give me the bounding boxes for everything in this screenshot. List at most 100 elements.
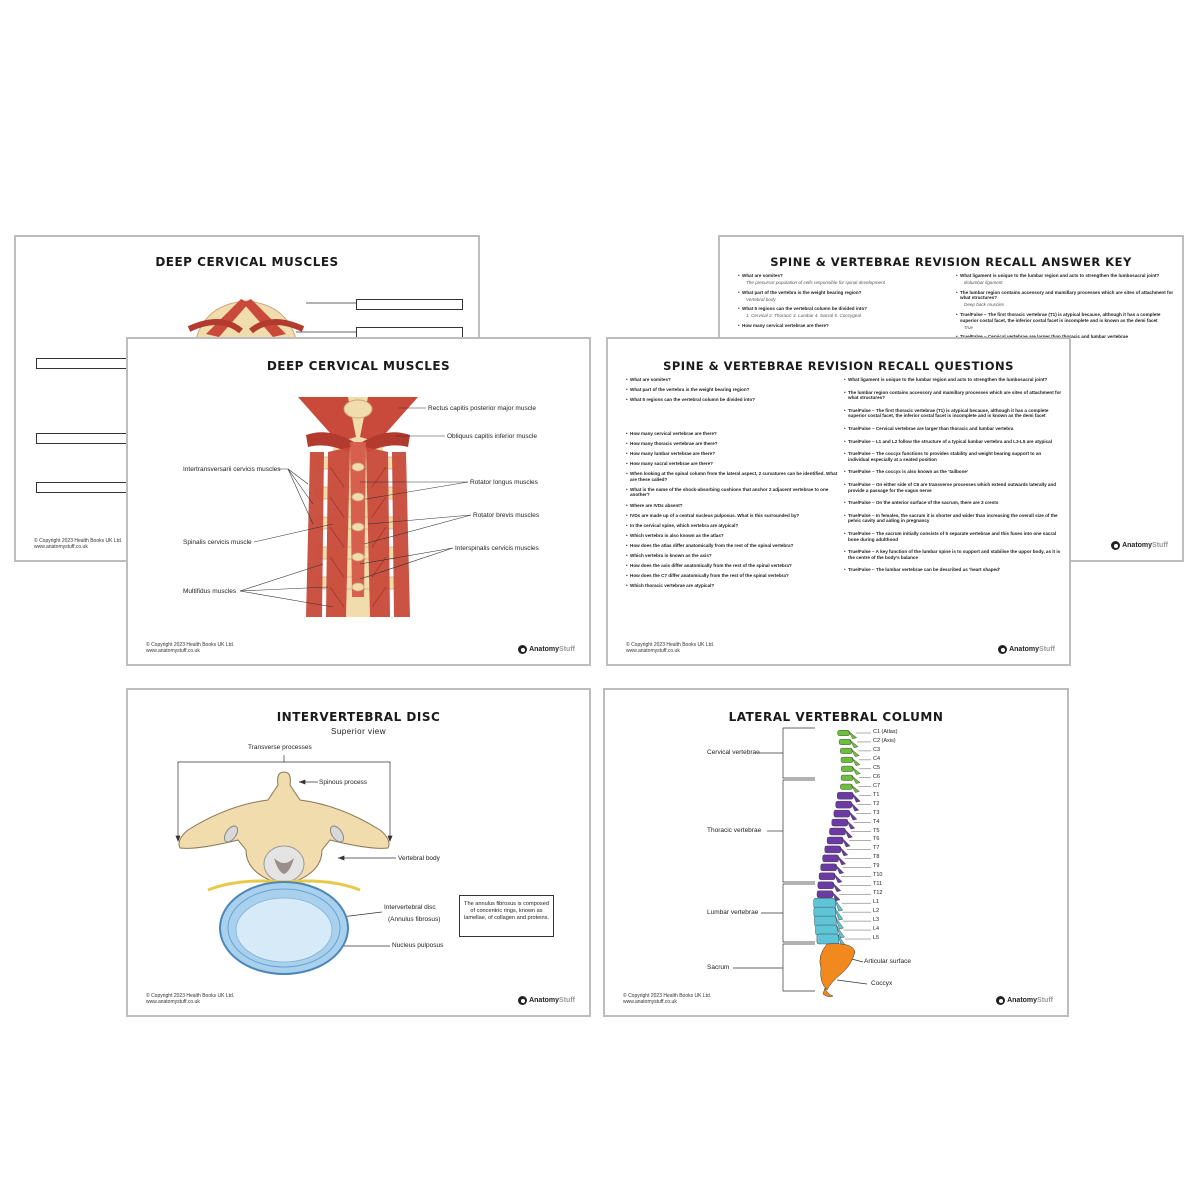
vertebra-c2 (838, 739, 852, 745)
copyright-text: © Copyright 2023 Health Books UK Ltd. (146, 642, 235, 648)
vertebra-label: T12 (873, 890, 883, 897)
label-vertebral-body: Vertebral body (398, 855, 440, 862)
logo-icon (998, 645, 1008, 654)
question-item: True/False – The sacrum initially consis… (844, 531, 1062, 542)
vertebra-label: T1 (873, 791, 880, 798)
label-rotator-longus: Rotator longus muscles (470, 479, 538, 486)
question-item: When looking at the spinal column from t… (626, 471, 838, 482)
intervertebral-disc-illustration (175, 755, 396, 975)
answer-text: Iliolumbar ligament (964, 280, 1003, 286)
vertebra-label: T6 (873, 836, 880, 843)
question-item: In the cervical spine, which vertebra ar… (626, 523, 838, 529)
sheet-title: SPINE & VERTEBRAE REVISION RECALL ANSWER… (770, 255, 1132, 269)
vertebra-label: T11 (873, 881, 883, 888)
spinous-process-shape (844, 828, 853, 839)
vertebra-c6 (840, 774, 854, 781)
question-item: True/False – A key function of the lumba… (844, 549, 1062, 560)
answer-box[interactable] (356, 299, 463, 310)
footer: © Copyright 2023 Health Books UK Ltd. ww… (146, 642, 234, 654)
answer-box[interactable] (36, 482, 128, 493)
question-item: How many lumbar vertebrae are there? (626, 451, 838, 457)
label-intervertebral-disc: Intervertebral disc (384, 904, 436, 911)
question-item: True/False – Cervical vertebrae are larg… (956, 334, 1176, 340)
spinous-process-shape (834, 908, 844, 921)
footer: © Copyright 2023 Health Books UK Ltd. ww… (146, 993, 234, 1005)
answer-box[interactable] (36, 358, 128, 369)
question-item: True/False – In females, the sacrum it i… (844, 513, 1062, 524)
question-item: True/False – The first thoracic vertebra… (956, 312, 1176, 323)
vertebra-c5 (841, 765, 854, 772)
label-cervical-vertebrae: Cervical vertebrae (707, 749, 760, 756)
label-lumbar-vertebrae: Lumbar vertebrae (707, 909, 759, 916)
label-leader-lines (239, 407, 472, 608)
vertebra-label: L3 (873, 917, 880, 924)
vertebrae-group (813, 730, 871, 948)
sheet-deep-cervical-labelled: DEEP CERVICAL MUSCLES (126, 337, 591, 666)
question-item: True/False – The first thoracic vertebra… (844, 408, 1062, 419)
spinous-process-shape (850, 802, 860, 812)
sheet-title: DEEP CERVICAL MUSCLES (266, 359, 451, 373)
question-item: Which vertebra is known as the axis? (626, 553, 838, 559)
question-item: How many sacral vertebrae are there? (626, 461, 838, 467)
label-transverse-processes: Transverse processes (248, 744, 312, 751)
logo-icon (996, 996, 1006, 1005)
vertebra-t9 (820, 863, 837, 872)
vertebra-label: L5 (873, 935, 880, 941)
logo-icon (518, 996, 528, 1005)
sheet-lateral-vertebral-column: LATERAL VERTEBRAL COLUMN Cervical verteb… (603, 688, 1069, 1017)
vertebra-t8 (822, 854, 839, 863)
question-item: What 5 regions can the vertebral column … (626, 397, 838, 403)
answer-box[interactable] (36, 433, 128, 444)
spinous-process-shape (831, 891, 841, 901)
copyright-text: © Copyright 2023 Health Books UK Ltd. (146, 993, 235, 999)
vertebra-t2 (835, 800, 852, 809)
label-nucleus-pulposus: Nucleus pulposus (392, 942, 444, 949)
answer-text: Vertebral body (746, 296, 776, 302)
label-interspinalis: Interspinalis cervicis muscles (455, 545, 539, 552)
footer: © Copyright 2023 Health Books UK Ltd. ww… (34, 538, 122, 550)
vertebra-label: T2 (873, 800, 880, 807)
logo-icon (518, 645, 528, 654)
vertebra-c4 (840, 756, 854, 763)
vertebra-label: T8 (873, 854, 880, 861)
question-item: How many thoracic vertebrae are there? (626, 441, 838, 447)
label-sacrum: Sacrum (707, 964, 730, 971)
question-item: How does the C7 differ anatomically from… (626, 573, 838, 579)
spinous-process-shape (837, 855, 847, 866)
vertebra-label: L4 (873, 926, 880, 933)
label-spinalis-cervicis: Spinalis cervicis muscle (183, 539, 252, 546)
question-item: What part of the vertebra is the weight … (626, 387, 838, 393)
vertebra-l1 (813, 897, 836, 909)
vertebra-t1 (837, 791, 854, 800)
spinous-process-shape (849, 740, 859, 748)
footer: © Copyright 2023 Health Books UK Ltd. ww… (626, 642, 714, 654)
vertebra-l3 (814, 915, 837, 927)
label-spinous-process: Spinous process (319, 779, 368, 786)
question-item: True/False – On either side of C6 are tr… (844, 482, 1062, 493)
vertebra-label: C4 (873, 755, 881, 762)
vertebra-label: C1 (Atlas) (873, 729, 898, 735)
label-multifidus: Multifidus muscles (183, 588, 237, 595)
question-item: True/False – The lumbar vertebrae can be… (844, 567, 1062, 573)
question-item: True/False – The coccyx functions to pro… (844, 451, 1062, 462)
vertebra-t5 (829, 827, 846, 836)
sheet-intervertebral-disc: INTERVERTEBRAL DISC Superior view Transv… (126, 688, 591, 1017)
spinous-process-shape (848, 810, 858, 821)
website-text: www.anatomystuff.co.uk (34, 544, 88, 550)
logo-icon (1111, 541, 1121, 550)
label-thoracic-vertebrae: Thoracic vertebrae (707, 827, 762, 834)
question-list-right: What ligament is unique to the lumbar re… (844, 377, 1062, 580)
vertebra-t12 (816, 890, 834, 898)
vertebra-c7 (840, 783, 853, 790)
vertebra-label: T5 (873, 827, 880, 834)
question-item: How many cervical vertebrae are there? (626, 431, 838, 437)
spinous-process-shape (851, 784, 860, 793)
question-item: True/False – On the anterior surface of … (844, 500, 1062, 506)
vertebra-label: C2 (Axis) (873, 737, 896, 744)
spinous-process-shape (839, 846, 849, 857)
website-text: www.anatomystuff.co.uk (146, 648, 200, 654)
